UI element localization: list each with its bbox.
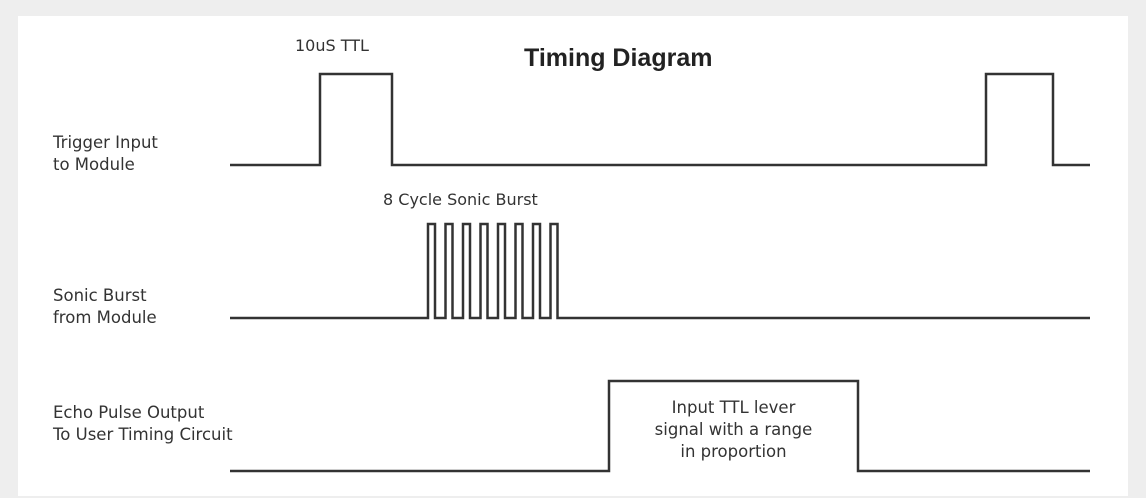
trigger-waveform xyxy=(230,72,1090,167)
burst-label-line-2: from Module xyxy=(53,308,157,327)
diagram-panel xyxy=(18,16,1128,496)
burst-label-line-1: Sonic Burst xyxy=(53,286,147,305)
diagram-title: Timing Diagram xyxy=(524,44,713,72)
trigger-label-line-1: Trigger Input xyxy=(53,133,158,152)
echo-pulse-text-line-3: in proportion xyxy=(680,442,787,461)
trigger-pulse-annotation: 10uS TTL xyxy=(295,36,369,55)
trigger-label-line-2: to Module xyxy=(53,155,135,174)
echo-pulse-text: Input TTL lever signal with a range in p… xyxy=(611,397,856,463)
trigger-label: Trigger Input to Module xyxy=(53,132,158,176)
echo-label-line-2: To User Timing Circuit xyxy=(53,425,233,444)
burst-label: Sonic Burst from Module xyxy=(53,285,157,329)
echo-label: Echo Pulse Output To User Timing Circuit xyxy=(53,402,233,446)
echo-pulse-text-line-2: signal with a range xyxy=(654,420,813,439)
echo-pulse-text-line-1: Input TTL lever xyxy=(671,398,796,417)
burst-waveform xyxy=(230,222,1090,320)
echo-waveform xyxy=(230,379,1090,473)
burst-annotation: 8 Cycle Sonic Burst xyxy=(383,190,538,209)
echo-label-line-1: Echo Pulse Output xyxy=(53,403,205,422)
